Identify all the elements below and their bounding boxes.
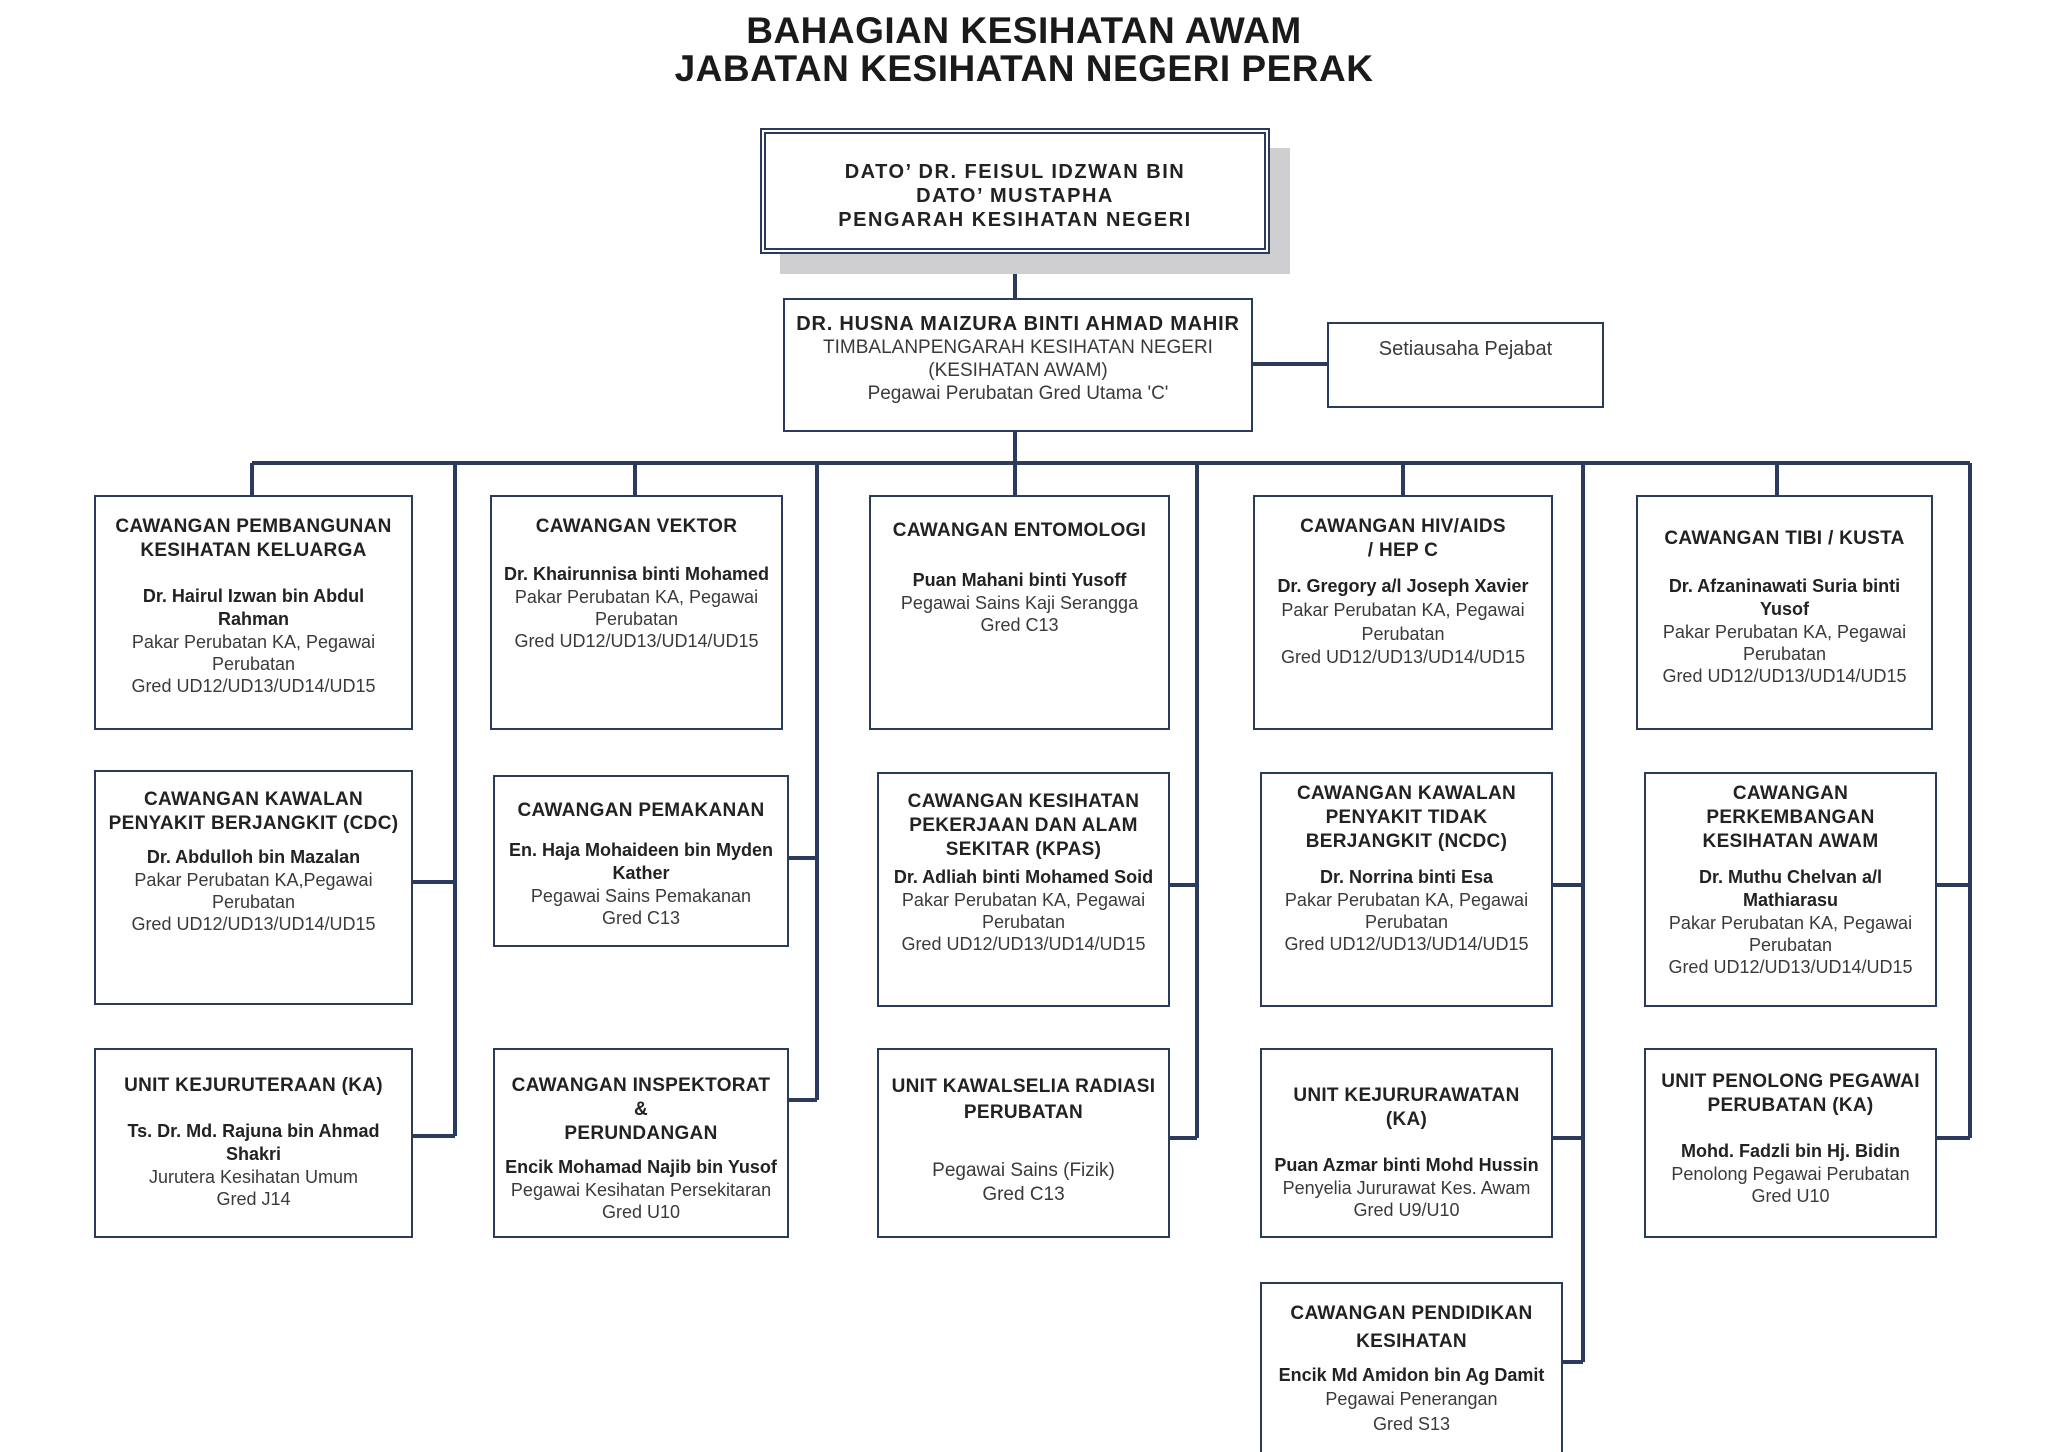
unit-officer-grade: Gred S13	[1372, 1414, 1451, 1434]
unit-officer-grade: Gred UD12/UD13/UD14/UD15	[1668, 957, 1913, 977]
unit-officer-role: Pakar Perubatan KA, Pegawai Perubatan	[514, 587, 759, 629]
director-line1: DATO’ DR. FEISUL IDZWAN BIN	[844, 161, 1186, 183]
unit-box-u13: CAWANGAN PENDIDIKAN KESIHATAN Encik Md A…	[1260, 1282, 1563, 1452]
unit-head: CAWANGAN INSPEKTORAT & PERUNDANGAN	[511, 1075, 771, 1144]
unit-officer-name: Dr. Hairul Izwan bin Abdul Rahman	[142, 586, 365, 629]
unit-head: CAWANGAN ENTOMOLOGI	[892, 520, 1147, 541]
unit-officer-name: Encik Md Amidon bin Ag Damit	[1278, 1365, 1545, 1385]
page-title-line2: JABATAN KESIHATAN NEGERI PERAK	[674, 48, 1374, 89]
unit-officer-name: Dr. Adliah binti Mohamed Soid	[893, 867, 1154, 887]
unit-officer-role: Pegawai Sains Kaji Serangga	[900, 593, 1139, 613]
unit-box-u15: CAWANGAN PERKEMBANGAN KESIHATAN AWAM Dr.…	[1644, 772, 1937, 1007]
unit-officer-name: Puan Azmar binti Mohd Hussin	[1274, 1155, 1539, 1175]
unit-officer-name: Encik Mohamad Najib bin Yusof	[505, 1157, 777, 1177]
unit-officer-name: Dr. Afzaninawati Suria binti Yusof	[1668, 576, 1901, 619]
unit-head: CAWANGAN TIBI / KUSTA	[1664, 528, 1905, 549]
unit-head: CAWANGAN HIV/AIDS / HEP C	[1300, 516, 1506, 561]
unit-officer-name: Mohd. Fadzli bin Hj. Bidin	[1681, 1141, 1900, 1161]
unit-head: CAWANGAN PEMBANGUNAN KESIHATAN KELUARGA	[115, 516, 392, 561]
unit-head: UNIT KEJURUTERAAN (KA)	[124, 1075, 383, 1096]
unit-box-u10: CAWANGAN HIV/AIDS / HEP C Dr. Gregory a/…	[1253, 495, 1553, 730]
unit-officer-grade: Gred UD12/UD13/UD14/UD15	[514, 631, 759, 651]
unit-officer-role: Penyelia Jururawat Kes. Awam	[1282, 1178, 1531, 1198]
unit-box-u4: CAWANGAN VEKTOR Dr. Khairunnisa binti Mo…	[490, 495, 783, 730]
unit-officer-grade: Gred UD12/UD13/UD14/UD15	[1284, 934, 1529, 954]
unit-box-u14: CAWANGAN TIBI / KUSTA Dr. Afzaninawati S…	[1636, 495, 1933, 730]
unit-box-u6: CAWANGAN INSPEKTORAT & PERUNDANGAN Encik…	[493, 1048, 789, 1238]
unit-officer-grade: Gred UD12/UD13/UD14/UD15	[1662, 666, 1907, 686]
unit-head: CAWANGAN PEMAKANAN	[517, 800, 765, 821]
unit-box-u2: CAWANGAN KAWALAN PENYAKIT BERJANGKIT (CD…	[94, 770, 413, 1005]
unit-officer-role: Penolong Pegawai Perubatan	[1671, 1164, 1910, 1184]
unit-head: CAWANGAN PENDIDIKAN KESIHATAN	[1290, 1303, 1533, 1352]
unit-officer-name: En. Haja Mohaideen bin Myden Kather	[508, 840, 774, 883]
deputy-line2: (KESIHATAN AWAM)	[928, 360, 1108, 381]
deputy-line3: Pegawai Perubatan Gred Utama 'C'	[867, 383, 1169, 404]
director-line2: DATO’ MUSTAPHA	[916, 185, 1114, 207]
unit-box-u1: CAWANGAN PEMBANGUNAN KESIHATAN KELUARGA …	[94, 495, 413, 730]
unit-box-u3: UNIT KEJURUTERAAN (KA) Ts. Dr. Md. Rajun…	[94, 1048, 413, 1238]
unit-officer-name: Ts. Dr. Md. Rajuna bin Ahmad Shakri	[127, 1121, 380, 1164]
unit-officer-role: Pakar Perubatan KA, Pegawai Perubatan	[1662, 622, 1907, 664]
unit-officer-name: Puan Mahani binti Yusoff	[912, 570, 1127, 590]
unit-officer-grade: Gred J14	[216, 1189, 291, 1209]
unit-officer-role: Pakar Perubatan KA, Pegawai Perubatan	[1668, 913, 1913, 955]
unit-officer-grade: Gred UD12/UD13/UD14/UD15	[131, 914, 376, 934]
director-line3: PENGARAH KESIHATAN NEGERI	[838, 209, 1192, 231]
unit-officer-name: Dr. Norrina binti Esa	[1319, 867, 1494, 887]
unit-box-u11: CAWANGAN KAWALAN PENYAKIT TIDAK BERJANGK…	[1260, 772, 1553, 1007]
unit-officer-name: Dr. Khairunnisa binti Mohamed	[503, 564, 770, 584]
director-box: DATO’ DR. FEISUL IDZWAN BIN DATO’ MUSTAP…	[760, 128, 1270, 254]
unit-officer-role: Jurutera Kesihatan Umum	[148, 1167, 359, 1187]
unit-head: CAWANGAN KAWALAN PENYAKIT TIDAK BERJANGK…	[1296, 783, 1517, 852]
unit-officer-role: Pakar Perubatan KA, Pegawai Perubatan	[901, 890, 1146, 932]
unit-officer-grade: Gred C13	[601, 908, 681, 928]
unit-box-u7: CAWANGAN ENTOMOLOGI Puan Mahani binti Yu…	[869, 495, 1170, 730]
unit-box-u8: CAWANGAN KESIHATAN PEKERJAAN DAN ALAM SE…	[877, 772, 1170, 1007]
unit-officer-grade: Gred UD12/UD13/UD14/UD15	[901, 934, 1146, 954]
unit-box-u12: UNIT KEJURURAWATAN (KA) Puan Azmar binti…	[1260, 1048, 1553, 1238]
unit-officer-role: Pegawai Sains Pemakanan	[530, 886, 752, 906]
deputy-line1: TIMBALANPENGARAH KESIHATAN NEGERI	[823, 337, 1213, 358]
unit-box-u9: UNIT KAWALSELIA RADIASI PERUBATAN Pegawa…	[877, 1048, 1170, 1238]
unit-box-u16: UNIT PENOLONG PEGAWAI PERUBATAN (KA) Moh…	[1644, 1048, 1937, 1238]
unit-officer-name: Dr. Abdulloh bin Mazalan	[146, 847, 361, 867]
unit-officer-grade: Gred UD12/UD13/UD14/UD15	[1280, 647, 1526, 667]
unit-officer-name: Dr. Muthu Chelvan a/l Mathiarasu	[1698, 867, 1883, 910]
page-title-line1: BAHAGIAN KESIHATAN AWAM	[746, 10, 1302, 51]
secretary-box: Setiausaha Pejabat	[1327, 322, 1604, 408]
unit-head: CAWANGAN PERKEMBANGAN KESIHATAN AWAM	[1702, 783, 1879, 852]
unit-officer-role: Pegawai Sains (Fizik)	[932, 1160, 1115, 1181]
secretary-label: Setiausaha Pejabat	[1378, 338, 1553, 360]
unit-officer-grade: Gred U10	[1751, 1186, 1830, 1206]
deputy-director-box: DR. HUSNA MAIZURA BINTI AHMAD MAHIR TIMB…	[783, 298, 1253, 432]
unit-head: UNIT KAWALSELIA RADIASI PERUBATAN	[891, 1076, 1156, 1123]
unit-box-u5: CAWANGAN PEMAKANAN En. Haja Mohaideen bi…	[493, 775, 789, 947]
unit-head: CAWANGAN VEKTOR	[535, 516, 738, 537]
unit-officer-grade: Gred U9/U10	[1353, 1200, 1460, 1220]
unit-officer-role: Pegawai Kesihatan Persekitaran	[510, 1180, 772, 1200]
unit-officer-grade: Gred U10	[601, 1202, 681, 1222]
unit-officer-role: Pegawai Penerangan	[1325, 1389, 1498, 1409]
unit-officer-role: Pakar Perubatan KA, Pegawai Perubatan	[1281, 600, 1525, 644]
unit-officer-role: Pakar Perubatan KA, Pegawai Perubatan	[1284, 890, 1529, 932]
unit-officer-name: Dr. Gregory a/l Joseph Xavier	[1277, 576, 1529, 596]
unit-head: UNIT PENOLONG PEGAWAI PERUBATAN (KA)	[1661, 1071, 1920, 1116]
deputy-name: DR. HUSNA MAIZURA BINTI AHMAD MAHIR	[796, 313, 1240, 335]
unit-officer-grade: Gred UD12/UD13/UD14/UD15	[131, 676, 376, 696]
unit-head: CAWANGAN KESIHATAN PEKERJAAN DAN ALAM SE…	[907, 791, 1140, 860]
unit-head: CAWANGAN KAWALAN PENYAKIT BERJANGKIT (CD…	[108, 789, 399, 834]
unit-officer-grade: Gred C13	[982, 1184, 1065, 1205]
unit-officer-grade: Gred C13	[980, 615, 1059, 635]
unit-officer-role: Pakar Perubatan KA, Pegawai Perubatan	[131, 632, 376, 674]
unit-officer-role: Pakar Perubatan KA,Pegawai Perubatan	[134, 870, 373, 912]
unit-head: UNIT KEJURURAWATAN (KA)	[1293, 1085, 1520, 1130]
